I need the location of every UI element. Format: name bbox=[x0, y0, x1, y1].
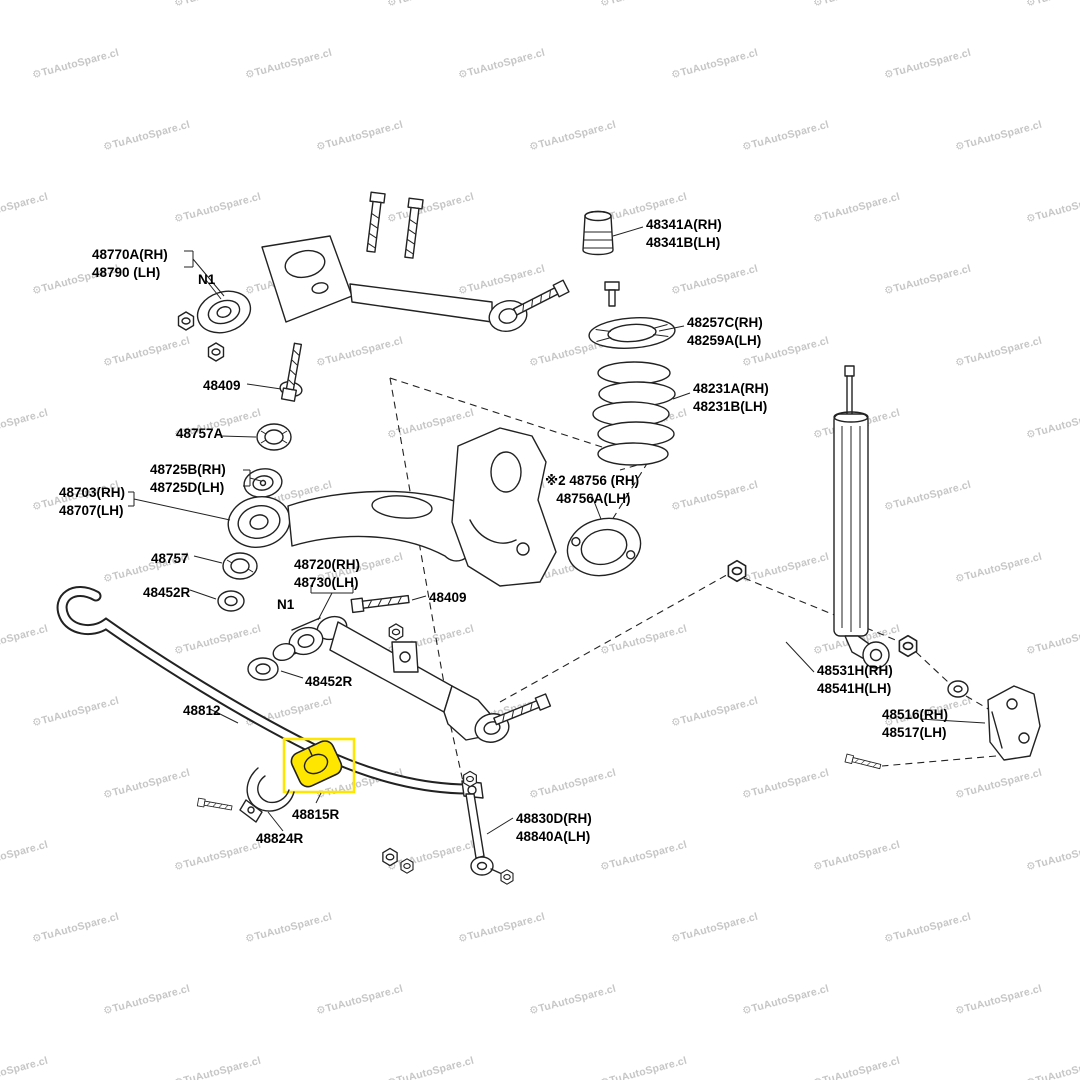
front-upper-arm bbox=[177, 191, 570, 362]
bump-stop-48341 bbox=[582, 210, 614, 256]
shock-absorber bbox=[833, 365, 890, 669]
highlight-box bbox=[282, 737, 356, 794]
cam-plate-48725B bbox=[243, 468, 283, 498]
upper-control-arm bbox=[227, 490, 475, 562]
stabilizer-link-48830D bbox=[382, 770, 514, 885]
shock-bracket-48516 bbox=[987, 685, 1041, 761]
lower-control-arm bbox=[272, 591, 552, 743]
upper-arm-hardware bbox=[217, 342, 305, 681]
shock-hardware bbox=[727, 559, 1041, 771]
washer-48757 bbox=[222, 552, 258, 580]
spring-seat-48257C bbox=[588, 317, 676, 349]
spring-bolt bbox=[604, 281, 620, 307]
coil-spring-48231 bbox=[592, 361, 676, 466]
knuckle bbox=[451, 427, 557, 587]
stabilizer-bracket-48824R bbox=[196, 767, 295, 823]
washer-48452R-2 bbox=[247, 657, 279, 681]
stabilizer-bushing-highlighted bbox=[282, 737, 356, 794]
washer-48757A bbox=[256, 423, 292, 451]
support-mount-48756 bbox=[566, 517, 642, 577]
washer-48452R-1 bbox=[217, 590, 245, 612]
label-leader-lines bbox=[128, 226, 986, 835]
